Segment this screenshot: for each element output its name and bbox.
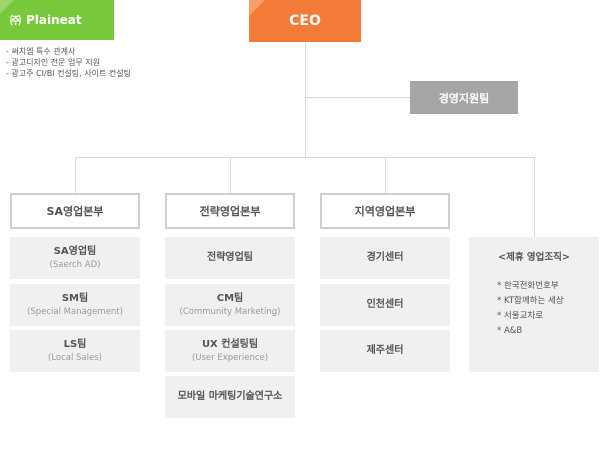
team-subtitle: (Local Sales) <box>48 352 102 363</box>
team-box: SM팀 (Special Management) <box>10 284 140 326</box>
connector-ceo-vertical <box>305 42 306 158</box>
corner-fold <box>249 0 265 16</box>
team-box: SA영업팀 (Saerch AD) <box>10 237 140 279</box>
company-description: - 광고디자인 전문 업무 지원 <box>6 58 101 67</box>
connector-division-3 <box>385 157 386 193</box>
team-name: SA영업팀 <box>53 245 97 257</box>
team-box: LS팀 (Local Sales) <box>10 330 140 372</box>
partner-org-title: <제휴 영업조직> <box>498 252 570 263</box>
team-name: 전략영업팀 <box>207 252 253 263</box>
support-team-box: 경영지원팀 <box>410 81 518 114</box>
team-name: 인천센터 <box>366 299 404 310</box>
team-name: UX 컨설팅팀 <box>201 338 259 350</box>
connector-support <box>305 97 410 98</box>
team-box: CM팀 (Community Marketing) <box>165 284 295 326</box>
company-descriptions: - 써치엠 특수 관계사 - 광고디자인 전문 업무 지원 - 광고주 CI/B… <box>6 46 206 79</box>
team-subtitle: (Saerch AD) <box>49 259 101 270</box>
team-name: 경기센터 <box>366 252 404 263</box>
support-team-label: 경영지원팀 <box>438 91 490 105</box>
division-strategy: 전략영업본부 <box>165 193 295 229</box>
partner-item: * 서울교차로 <box>497 311 544 321</box>
company-description: - 광고주 CI/BI 컨설팅, 사이트 컨설팅 <box>6 69 131 78</box>
partner-item: * 한국전화번호부 <box>497 281 559 291</box>
team-box: UX 컨설팅팀 (User Experience) <box>165 330 295 372</box>
company-mark: ㈜ <box>10 14 21 27</box>
company-name: Plaineat <box>26 13 82 27</box>
company-box: ㈜ Plaineat <box>0 0 114 40</box>
partner-org-box: <제휴 영업조직> * 한국전화번호부 * KT함께하는 세상 * 서울교차로 … <box>469 237 599 372</box>
connector-horizontal <box>75 157 534 158</box>
team-name: CM팀 <box>216 292 244 304</box>
team-subtitle: (Special Management) <box>27 306 123 317</box>
team-subtitle: (User Experience) <box>191 352 269 363</box>
team-box: 인천센터 <box>320 284 450 326</box>
division-sa: SA영업본부 <box>10 193 140 229</box>
team-name: SM팀 <box>61 292 89 304</box>
connector-division-2 <box>230 157 231 193</box>
team-box: 전략영업팀 <box>165 237 295 279</box>
company-description: - 써치엠 특수 관계사 <box>6 47 76 56</box>
corner-fold <box>0 0 14 14</box>
team-name: LS팀 <box>63 338 87 350</box>
team-box: 경기센터 <box>320 237 450 279</box>
ceo-label: CEO <box>289 13 321 29</box>
team-subtitle: (Community Marketing) <box>179 306 281 317</box>
team-box: 제주센터 <box>320 330 450 372</box>
partner-item: * KT함께하는 세상 <box>497 296 564 306</box>
division-regional: 지역영업본부 <box>320 193 450 229</box>
connector-partners <box>534 157 535 237</box>
team-name: 모바일 마케팅기술연구소 <box>177 391 283 402</box>
ceo-box: CEO <box>249 0 361 42</box>
division-label: SA영업본부 <box>46 205 104 218</box>
division-label: 지역영업본부 <box>354 205 416 218</box>
team-box: 모바일 마케팅기술연구소 <box>165 376 295 418</box>
team-name: 제주센터 <box>366 345 404 356</box>
partner-item: * A&B <box>497 326 523 336</box>
connector-division-1 <box>75 157 76 193</box>
division-label: 전략영업본부 <box>199 205 261 218</box>
